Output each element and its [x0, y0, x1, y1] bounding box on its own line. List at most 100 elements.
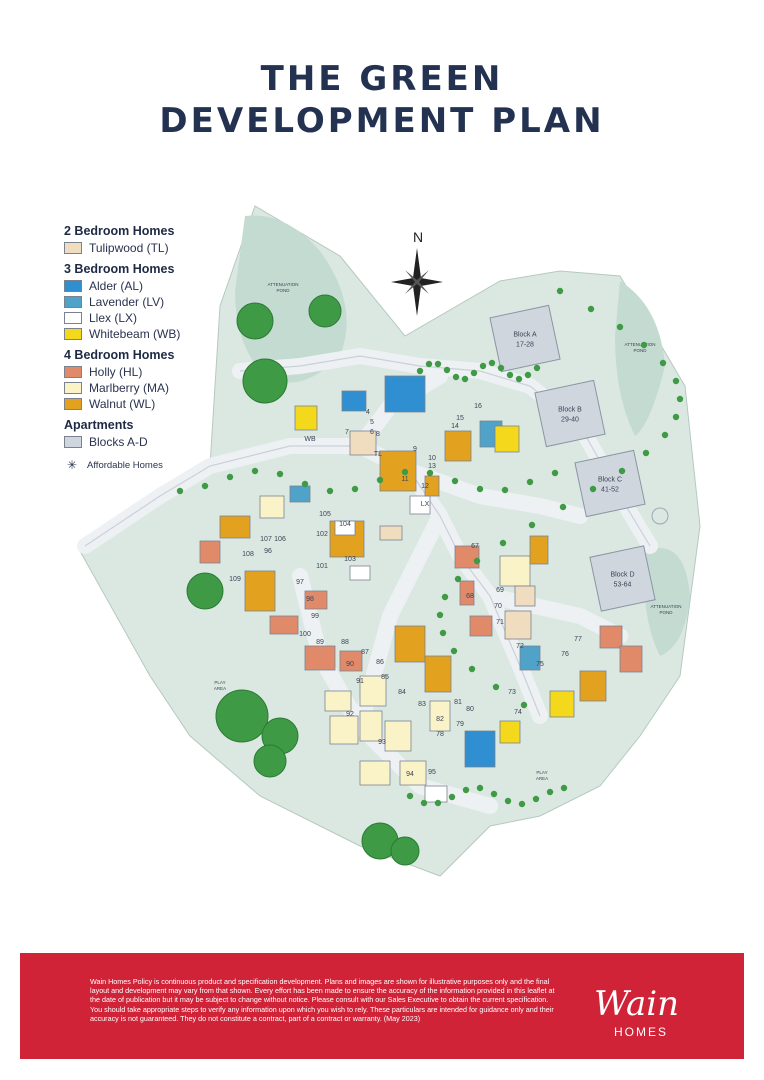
pond-east	[615, 281, 665, 436]
house-plot-ma	[399, 760, 427, 786]
legend-heading: 3 Bedroom Homes	[64, 262, 175, 276]
legend-swatch	[64, 312, 82, 324]
legend-heading: Apartments	[64, 418, 134, 432]
tree-icon	[401, 468, 409, 476]
plot-number-label: 82	[436, 716, 444, 723]
tree-icon	[492, 683, 500, 691]
tree-icon	[515, 375, 523, 383]
plot-number-label: 88	[341, 639, 349, 646]
plot-number-label: 78	[436, 731, 444, 738]
policy-text: Wain Homes Policy is continuous product …	[90, 977, 555, 1023]
plot-number-label: 89	[316, 639, 324, 646]
tree-icon	[501, 486, 509, 494]
compass: N	[391, 229, 443, 316]
plot-number-label: 81	[454, 699, 462, 706]
pond-label: ATTENUATION	[650, 604, 681, 609]
tree-icon	[439, 629, 447, 637]
house-plot-lx	[334, 520, 356, 536]
tree-icon	[473, 557, 481, 565]
tree-icon	[506, 371, 514, 379]
tree-icon	[276, 470, 284, 478]
pond-label: POND	[633, 348, 647, 353]
legend-item: Whitebeam (WB)	[64, 326, 244, 342]
plot-number-label: 77	[574, 636, 582, 643]
tree-icon	[242, 358, 288, 404]
tree-icon	[450, 647, 458, 655]
plot-number-label: 7	[345, 429, 349, 436]
legend-item: Alder (AL)	[64, 278, 244, 294]
plot-number-label: 90	[346, 661, 354, 668]
tree-icon	[642, 449, 650, 457]
tree-icon	[616, 323, 624, 331]
pond-label: POND	[659, 610, 673, 615]
plot-number-label: 103	[344, 556, 356, 563]
tree-icon	[499, 539, 507, 547]
tree-icon	[661, 431, 669, 439]
plot-number-label: 102	[316, 531, 328, 538]
tree-icon	[589, 485, 597, 493]
tree-icon	[532, 795, 540, 803]
house-plot-wl	[219, 515, 251, 539]
tree-icon	[526, 478, 534, 486]
house-plot-lv	[519, 645, 541, 671]
house-plot-hl	[469, 615, 493, 637]
house-plot-ma	[429, 700, 451, 732]
plot-number-label: 109	[229, 576, 241, 583]
plot-number-label: 100	[299, 631, 311, 638]
house-plot-hl	[339, 650, 363, 672]
tree-icon	[497, 364, 505, 372]
apartment-block-range: 29-40	[561, 417, 579, 424]
house-plot-wl	[379, 450, 417, 492]
apartment-block-range: 17-28	[516, 342, 534, 349]
house-plot-ma	[359, 675, 387, 707]
house-plot-hl	[619, 645, 643, 673]
house-plot-wb	[494, 425, 520, 453]
apartment-block-label: Block D	[610, 572, 634, 579]
house-plot-al	[464, 730, 496, 768]
plot-number-label: 97	[296, 579, 304, 586]
tree-icon	[551, 469, 559, 477]
legend-label: Walnut (WL)	[89, 397, 156, 411]
tree-icon	[659, 359, 667, 367]
plot-number-label: 96	[264, 548, 272, 555]
tree-icon	[476, 784, 484, 792]
legend-swatch	[64, 242, 82, 254]
tree-icon	[376, 476, 384, 484]
plot-number-label: 104	[339, 521, 351, 528]
play-area-label: AREA	[214, 686, 226, 691]
tree-icon	[441, 593, 449, 601]
tree-icon	[186, 572, 224, 610]
footer-banner: Wain Homes Policy is continuous product …	[20, 953, 744, 1059]
house-plot-tl	[504, 610, 532, 640]
legend-label: Marlberry (MA)	[89, 381, 169, 395]
asterisk-icon: ✳	[66, 458, 78, 472]
legend-swatch	[64, 436, 82, 448]
plot-number-label: 93	[378, 739, 386, 746]
tree-icon	[406, 792, 414, 800]
tree-icon	[226, 473, 234, 481]
plot-number-label: WB	[304, 436, 316, 443]
apartment-block-label: Block A	[513, 332, 537, 339]
house-plot-tl	[349, 430, 377, 456]
page-title: THE GREEN DEVELOPMENT PLAN	[0, 58, 764, 142]
house-plot-wl	[424, 655, 452, 693]
house-plot-hl	[454, 545, 480, 569]
plot-number-label: 105	[319, 511, 331, 518]
house-plot-wl	[424, 475, 440, 497]
tree-icon	[618, 467, 626, 475]
legend-swatch	[64, 366, 82, 378]
plot-number-label: 16	[474, 403, 482, 410]
tree-icon	[520, 701, 528, 709]
roundabout	[651, 507, 669, 525]
house-plot-al	[384, 375, 426, 413]
plot-number-label: 11	[401, 476, 408, 483]
tree-icon	[490, 790, 498, 798]
title-line-1: THE GREEN	[260, 59, 504, 99]
plot-number-label: TL	[374, 451, 382, 458]
plot-number-label: 85	[381, 674, 389, 681]
apartment-block-range: 41-52	[601, 487, 619, 494]
tree-icon	[236, 302, 274, 340]
tree-icon	[468, 665, 476, 673]
tree-icon	[420, 799, 428, 807]
plot-number-label: 72	[516, 643, 524, 650]
